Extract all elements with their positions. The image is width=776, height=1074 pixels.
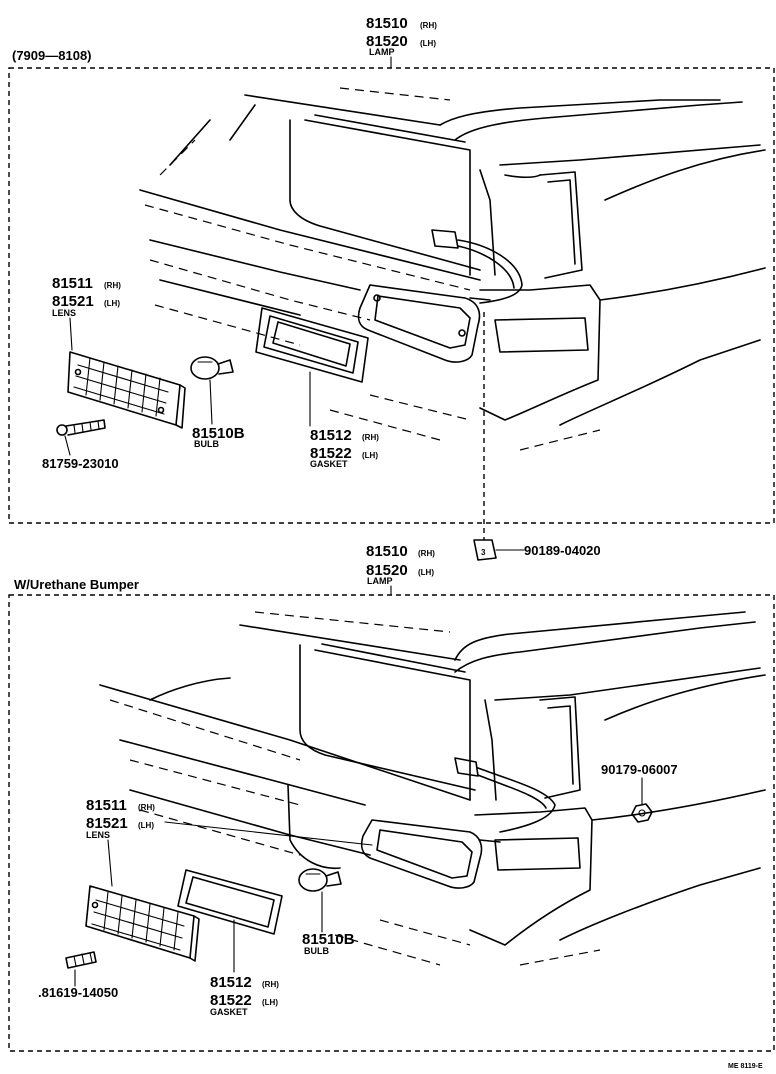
part-caption: GASKET bbox=[210, 1007, 248, 1017]
part-number: 90189-04020 bbox=[524, 543, 601, 558]
side-suffix: (LH) bbox=[104, 299, 120, 308]
side-suffix: (RH) bbox=[420, 21, 437, 30]
part-number: 81510B bbox=[192, 425, 245, 442]
side-suffix: (RH) bbox=[138, 803, 155, 812]
svg-text:3: 3 bbox=[481, 548, 486, 557]
screw bbox=[56, 419, 106, 436]
part-caption: BULB bbox=[304, 946, 329, 956]
lens bbox=[67, 351, 186, 429]
lamp-housing bbox=[360, 757, 556, 889]
part-caption: LAMP bbox=[369, 47, 395, 57]
screw bbox=[65, 951, 97, 969]
part-number: 81520 bbox=[366, 562, 408, 579]
part-number: 81511 bbox=[52, 275, 93, 292]
side-suffix: (RH) bbox=[362, 433, 379, 442]
leader-line bbox=[69, 317, 73, 351]
vehicle-body-outline bbox=[139, 87, 766, 451]
part-number: 81512 bbox=[310, 427, 352, 444]
leader-line bbox=[107, 839, 113, 887]
part-number: 81510B bbox=[302, 931, 355, 948]
footer-code: ME 8119-E bbox=[728, 1063, 763, 1070]
clip: 3 90189-04020 bbox=[473, 539, 601, 561]
part-number: 81510 bbox=[366, 15, 408, 32]
side-suffix: (LH) bbox=[420, 39, 436, 48]
leader-line bbox=[209, 379, 213, 425]
part-number: 81520 bbox=[366, 33, 408, 50]
nut bbox=[631, 803, 653, 823]
screw-callout: 81759-23010 bbox=[42, 435, 119, 471]
side-suffix: (LH) bbox=[362, 451, 378, 460]
part-number: 81522 bbox=[210, 992, 252, 1009]
side-suffix: (RH) bbox=[262, 980, 279, 989]
bulb-callout: 81510B BULB bbox=[302, 891, 355, 956]
part-caption: GASKET bbox=[310, 459, 348, 469]
bulb bbox=[190, 356, 234, 380]
vehicle-body-outline bbox=[99, 611, 766, 966]
part-number: 81511 bbox=[86, 797, 127, 814]
gasket bbox=[255, 307, 369, 383]
bulb bbox=[298, 868, 342, 892]
screw-callout: .81619-14050 bbox=[38, 969, 118, 1000]
part-number: 81521 bbox=[86, 815, 128, 832]
gasket bbox=[177, 869, 283, 935]
side-suffix: (LH) bbox=[262, 998, 278, 1007]
bulb-callout: 81510B BULB bbox=[192, 379, 245, 449]
side-suffix: (LH) bbox=[418, 568, 434, 577]
gasket-callout: 81512 (RH) 81522 (LH) GASKET bbox=[309, 371, 379, 469]
part-caption: LENS bbox=[86, 830, 110, 840]
side-suffix: (LH) bbox=[138, 821, 154, 830]
part-number: 90179-06007 bbox=[601, 762, 678, 777]
part-number: 81759-23010 bbox=[42, 456, 119, 471]
part-caption: BULB bbox=[194, 439, 219, 449]
nut-callout: 90179-06007 bbox=[601, 762, 678, 805]
part-number: .81619-14050 bbox=[38, 985, 118, 1000]
section-header: W/Urethane Bumper bbox=[14, 577, 139, 592]
part-caption: LAMP bbox=[367, 576, 393, 586]
lamp-callout: 81510 (RH) 81520 (LH) LAMP bbox=[366, 15, 437, 69]
part-number: 81512 bbox=[210, 974, 252, 991]
lamp-housing bbox=[357, 229, 523, 363]
section-header: (7909—8108) bbox=[12, 48, 92, 63]
leader-line bbox=[64, 435, 71, 456]
part-number: 81522 bbox=[310, 445, 352, 462]
lens-callout: 81511 (RH) 81521 (LH) LENS bbox=[86, 797, 373, 887]
lamp-callout: 81510 (RH) 81520 (LH) LAMP bbox=[366, 543, 435, 596]
lens bbox=[85, 885, 200, 962]
lens-callout: 81511 (RH) 81521 (LH) LENS bbox=[52, 275, 121, 351]
section-bottom: W/Urethane Bumper 81510 (RH) 81520 (LH) … bbox=[8, 543, 775, 1052]
part-number: 81510 bbox=[366, 543, 408, 560]
part-caption: LENS bbox=[52, 308, 76, 318]
side-suffix: (RH) bbox=[418, 549, 435, 558]
gasket-callout: 81512 (RH) 81522 (LH) GASKET bbox=[210, 919, 279, 1017]
leader-line bbox=[164, 821, 373, 846]
section-top: (7909—8108) 81510 (RH) 81520 (LH) LAMP bbox=[8, 15, 775, 540]
side-suffix: (RH) bbox=[104, 281, 121, 290]
part-number: 81521 bbox=[52, 293, 94, 310]
